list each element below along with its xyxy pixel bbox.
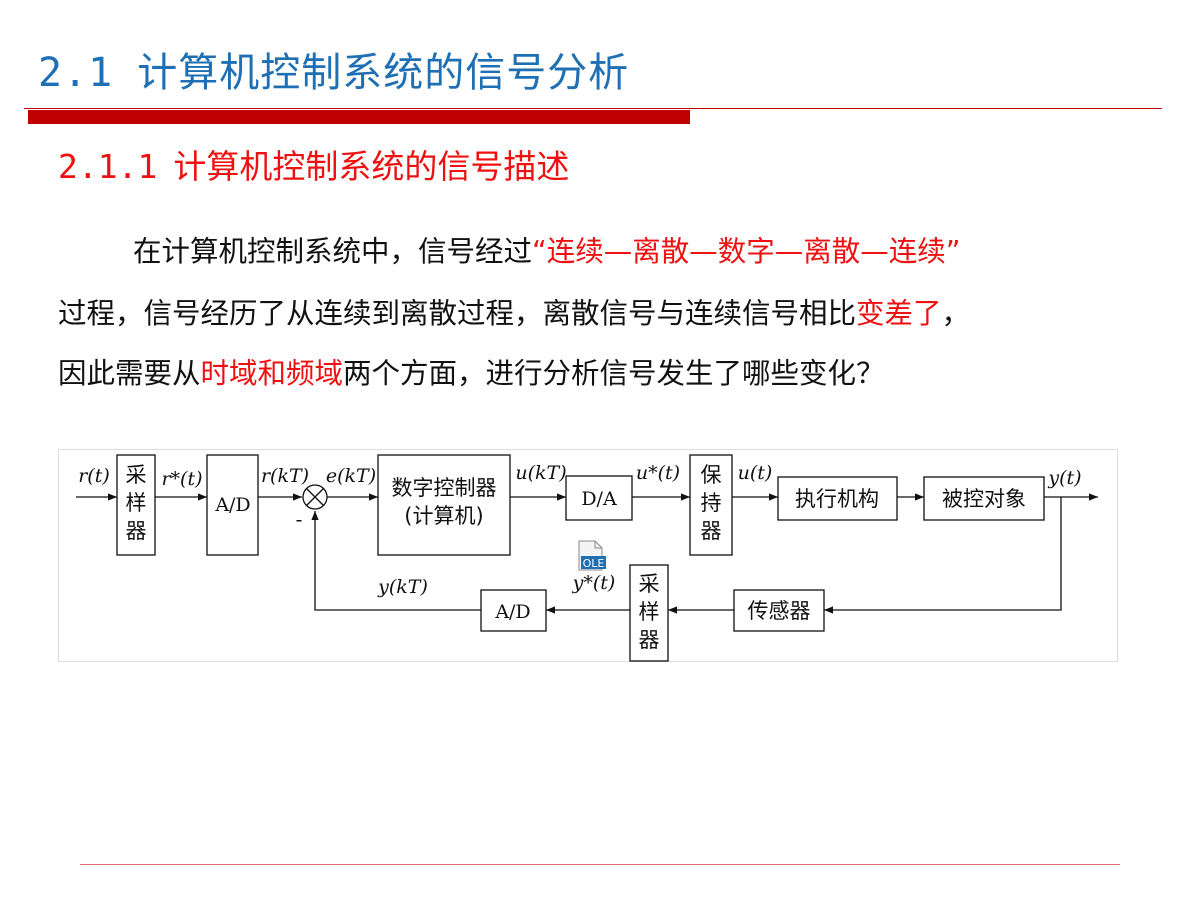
holder-block[interactable] — [689, 454, 733, 556]
plant-block[interactable] — [923, 476, 1045, 521]
signal-y-t: y(t) — [1047, 467, 1081, 489]
actuator-label: 执行机构 — [795, 487, 879, 511]
da-block[interactable] — [565, 475, 633, 521]
da-label: D/A — [581, 488, 617, 510]
title-rule-thin — [24, 108, 1162, 109]
summing-junction — [302, 484, 328, 510]
signal-r-kT: r(kT) — [261, 465, 309, 487]
ole-badge-text: OLE — [583, 557, 605, 570]
ad2-label: A/D — [494, 601, 530, 623]
title-rule-thick — [28, 110, 690, 124]
signal-u-star-t: u*(t) — [636, 462, 680, 484]
para-text: ， — [941, 297, 971, 330]
controller-label-1: 数字控制器 — [392, 476, 497, 500]
signal-u-kT: u(kT) — [515, 462, 566, 484]
actuator-block[interactable] — [777, 476, 898, 521]
slide-title: 2.1 计算机控制系统的信号分析 — [38, 40, 629, 98]
holder-char-1: 保 — [701, 463, 722, 487]
wire-feedback-sensor — [824, 497, 1062, 614]
signal-y-kT: y(kT) — [377, 576, 428, 598]
footer-rule — [80, 864, 1120, 865]
signal-r-star-t: r*(t) — [161, 468, 202, 490]
summing-minus-sign: - — [296, 507, 303, 531]
para-highlight: 变差了 — [856, 297, 942, 330]
paragraph-line-1: 在计算机控制系统中，信号经过“连续—离散—数字—离散—连续” — [133, 232, 961, 272]
controller-block[interactable] — [377, 454, 511, 556]
sampler-block-2[interactable] — [629, 564, 669, 662]
signal-u-t: u(t) — [738, 462, 773, 484]
paragraph-line-3: 因此需要从时域和频域两个方面，进行分析信号发生了哪些变化？ — [58, 354, 885, 394]
controller-label-2: (计算机) — [404, 504, 483, 528]
ad-block-2[interactable] — [480, 589, 547, 632]
paragraph-line-2: 过程，信号经历了从连续到离散过程，离散信号与连续信号相比变差了， — [58, 294, 970, 334]
sensor-block[interactable] — [733, 589, 825, 632]
title-number: 2.1 — [38, 50, 114, 96]
para-text: 因此需要从 — [58, 357, 201, 390]
subtitle-number: 2.1.1 — [58, 147, 158, 186]
sampler2-char-1: 采 — [639, 572, 660, 596]
diagram-frame — [58, 449, 1118, 662]
signal-lines — [76, 493, 1098, 614]
para-text: 在计算机控制系统中，信号经过 — [133, 235, 533, 268]
ole-object-icon[interactable]: OLE — [578, 540, 606, 571]
sampler2-char-3: 器 — [639, 628, 660, 652]
sampler-block-1[interactable] — [116, 454, 156, 556]
wire-ad-summing — [311, 511, 481, 611]
signal-r-t: r(t) — [78, 465, 110, 487]
signal-e-kT: e(kT) — [326, 465, 376, 487]
sampler1-char-1: 采 — [126, 463, 147, 487]
ad-block-1[interactable] — [206, 454, 259, 556]
sampler2-char-2: 样 — [639, 600, 660, 624]
title-text: 计算机控制系统的信号分析 — [137, 50, 630, 96]
ad1-label: A/D — [214, 494, 250, 516]
plant-label: 被控对象 — [942, 487, 1026, 511]
sampler1-char-2: 样 — [126, 491, 147, 515]
holder-char-3: 器 — [701, 519, 722, 543]
para-highlight: “连续—离散—数字—离散—连续” — [532, 235, 961, 268]
holder-char-2: 持 — [701, 491, 722, 515]
control-system-block-diagram[interactable]: 采 样 器 A/D 数字控制器 (计算机) D/A 保 持 器 执行机构 被控对… — [58, 449, 1118, 662]
para-text: 过程，信号经历了从连续到离散过程，离散信号与连续信号相比 — [58, 297, 857, 330]
section-subtitle: 2.1.1 计算机控制系统的信号描述 — [58, 140, 569, 188]
para-highlight: 时域和频域 — [200, 357, 344, 390]
signal-y-star-t: y*(t) — [572, 572, 616, 594]
para-text: 两个方面，进行分析信号发生了哪些变化？ — [343, 357, 885, 390]
sensor-label: 传感器 — [748, 599, 811, 623]
sampler1-char-3: 器 — [126, 519, 147, 543]
subtitle-text: 计算机控制系统的信号描述 — [173, 147, 570, 186]
